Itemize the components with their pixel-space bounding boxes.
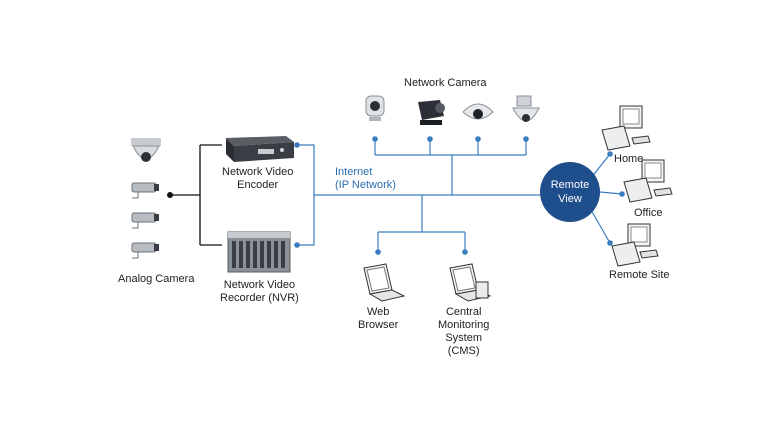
web-browser-label-line2: Browser — [358, 319, 399, 331]
internet-label-line1: Internet — [335, 166, 373, 178]
analog-wiring — [170, 144, 222, 246]
home-label: Home — [614, 153, 644, 165]
remote-view-label-line2: View — [558, 193, 582, 205]
web-browser-label: Web Browser — [358, 306, 398, 332]
web-browser-label-line1: Web — [366, 306, 390, 318]
nvr-server-icon — [227, 231, 291, 273]
internet-label: Internet (IP Network) — [335, 166, 396, 192]
encoder-label-line1: Network Video — [222, 166, 294, 178]
network-dome-camera-icon — [462, 103, 494, 120]
analog-camera-label: Analog Camera — [118, 273, 195, 285]
network-nodes — [294, 136, 625, 255]
nvr-label-line1: Network Video — [223, 279, 296, 291]
box-camera-icon — [418, 100, 445, 125]
bullet-camera-icon — [131, 242, 159, 259]
internet-label-line2: (IP Network) — [335, 179, 396, 191]
ptz-camera-icon — [512, 95, 540, 122]
analog-dome-camera-icon — [131, 138, 161, 162]
encoder-label-line2: Encoder — [237, 179, 279, 191]
cms-label-line3: System — [445, 332, 483, 344]
bullet-camera-icon — [131, 182, 159, 199]
laptop-icon — [363, 263, 406, 302]
network-camera-label: Network Camera — [404, 77, 487, 89]
encoder-label: Network Video Encoder — [222, 166, 293, 192]
nvr-label: Network Video Recorder (NVR) — [220, 279, 299, 305]
nvr-label-line2: Recorder (NVR) — [220, 292, 299, 304]
cube-camera-icon — [365, 95, 385, 121]
desktop-computer-icon — [611, 223, 659, 267]
desktop-computer-icon — [623, 159, 673, 203]
remote-view-node: Remote View — [540, 162, 600, 222]
cms-label-line4: (CMS) — [447, 345, 480, 357]
analog-junction-dot — [167, 192, 173, 198]
cms-label-line1: Central — [445, 306, 482, 318]
bullet-camera-icon — [131, 212, 159, 229]
remote-view-label-line1: Remote — [550, 179, 590, 191]
office-label: Office — [634, 207, 663, 219]
remote-site-label: Remote Site — [609, 269, 670, 281]
cms-workstation-icon — [449, 263, 492, 302]
video-encoder-icon — [226, 136, 294, 162]
cms-label-line2: Monitoring — [438, 319, 490, 331]
cms-label: Central Monitoring System (CMS) — [438, 306, 489, 358]
ip-network-lines — [297, 139, 623, 252]
desktop-computer-icon — [601, 105, 651, 151]
